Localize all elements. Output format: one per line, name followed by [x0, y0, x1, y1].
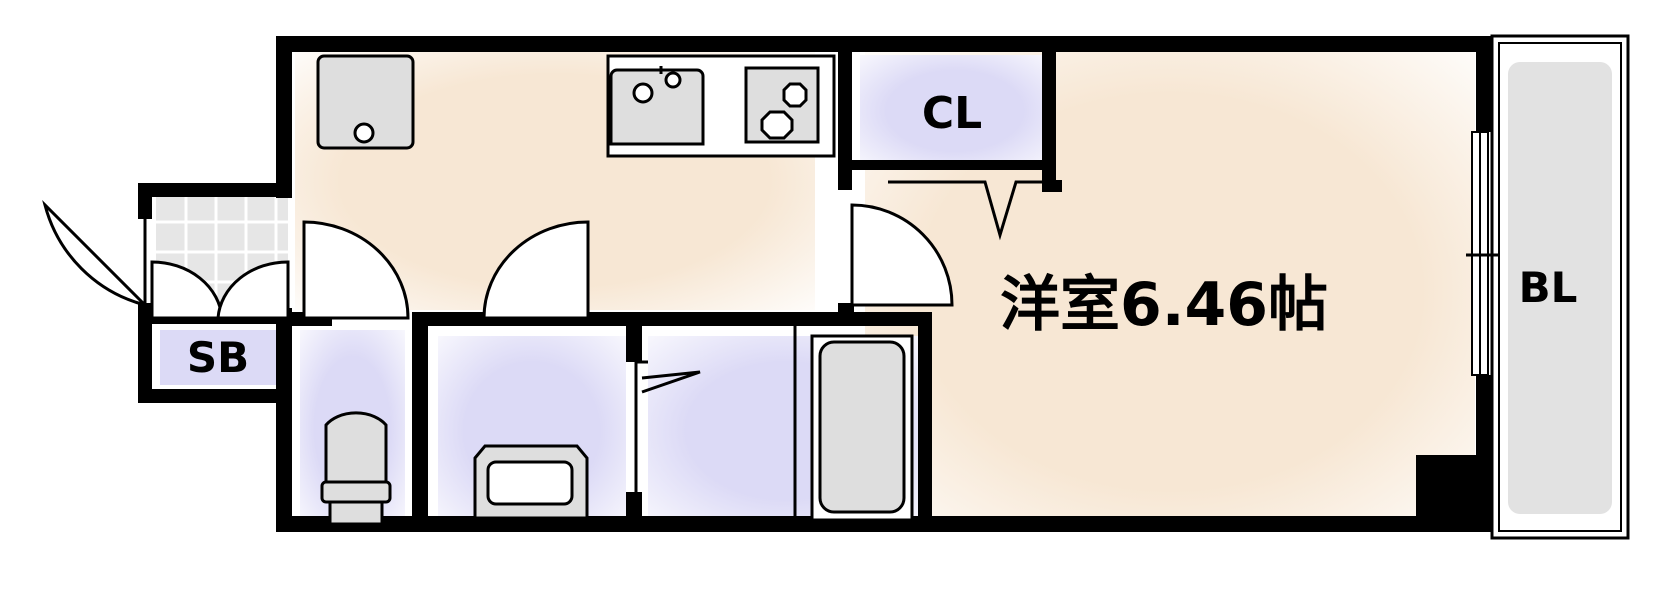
toilet-door	[302, 220, 410, 320]
toilet-icon	[320, 411, 392, 526]
balcony	[1490, 34, 1630, 540]
doors	[42, 180, 1044, 394]
shoe-box-doors	[150, 260, 290, 320]
washroom-door	[482, 220, 590, 320]
sink-icon	[609, 66, 705, 146]
refrigerator-icon	[316, 54, 415, 150]
balcony-label: BL	[1519, 263, 1578, 312]
closet-door	[888, 180, 1044, 241]
shoe-box-floor	[160, 330, 280, 385]
closet-floor	[860, 55, 1050, 167]
front-door-swing	[42, 200, 150, 308]
closet-label: CL	[922, 88, 982, 139]
bath-partition	[634, 326, 797, 520]
shoe-box-label: SB	[187, 333, 249, 382]
bathtub-icon	[810, 334, 914, 522]
kitchen-counter	[606, 54, 836, 158]
stove-icon	[744, 66, 820, 144]
bath-door	[641, 370, 701, 394]
main-room-label: 洋室6.46帖	[1000, 270, 1328, 340]
room-door	[850, 203, 954, 307]
washbasin-icon	[473, 444, 589, 520]
walls	[138, 36, 1492, 532]
balcony-window	[1466, 131, 1500, 376]
